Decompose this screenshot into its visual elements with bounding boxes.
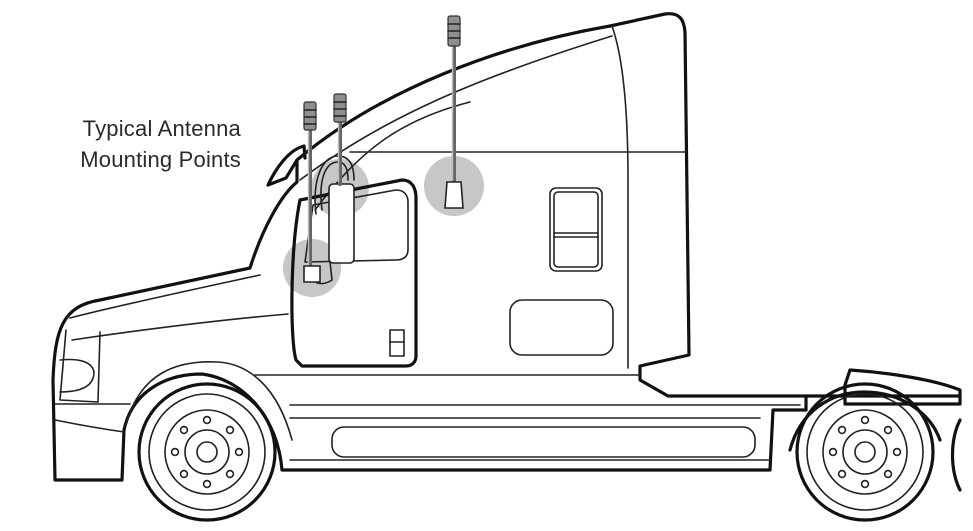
headlight xyxy=(59,358,95,393)
antenna-mirror-upper xyxy=(333,93,347,186)
fifth-wheel xyxy=(843,368,962,406)
cab-door xyxy=(290,178,418,368)
grille-line xyxy=(59,329,101,403)
antenna-mirror-lower-tip xyxy=(303,101,317,131)
hood-line-upper xyxy=(69,274,261,319)
label-line-1: Typical Antenna xyxy=(82,116,241,141)
sleeper-window-split xyxy=(553,232,599,238)
second-rear-wheel-edge xyxy=(950,418,962,492)
hood-line-lower xyxy=(71,313,289,341)
front-wheel-lugs xyxy=(170,415,244,489)
sleeper-compartment-door xyxy=(509,299,614,356)
frame-rear xyxy=(788,368,962,452)
front-fender xyxy=(125,361,293,441)
door-outline xyxy=(290,178,418,368)
sleeper-windows xyxy=(509,187,614,356)
front-wheel xyxy=(137,382,277,522)
rear-wheel xyxy=(795,382,962,522)
bumper xyxy=(54,403,131,433)
sleeper-divider xyxy=(611,25,629,369)
antenna-mirror-upper-tip xyxy=(333,93,347,123)
fairing-tip xyxy=(266,144,307,187)
rear-wheel-lugs xyxy=(828,415,902,489)
door-handle xyxy=(389,329,405,357)
sleeper-window-upper xyxy=(549,187,603,272)
sleeper-window-inner xyxy=(553,191,599,268)
antenna-mirror-lower-mount xyxy=(303,265,321,283)
cab-outline xyxy=(51,12,808,482)
antenna-mirror-lower xyxy=(303,101,321,283)
antenna-roof xyxy=(444,15,464,209)
side-step xyxy=(331,426,756,458)
mirror-glass xyxy=(328,183,355,264)
door-window xyxy=(304,189,409,263)
antenna-roof-mount xyxy=(444,181,464,209)
label-line-2: Mounting Points xyxy=(80,147,241,172)
